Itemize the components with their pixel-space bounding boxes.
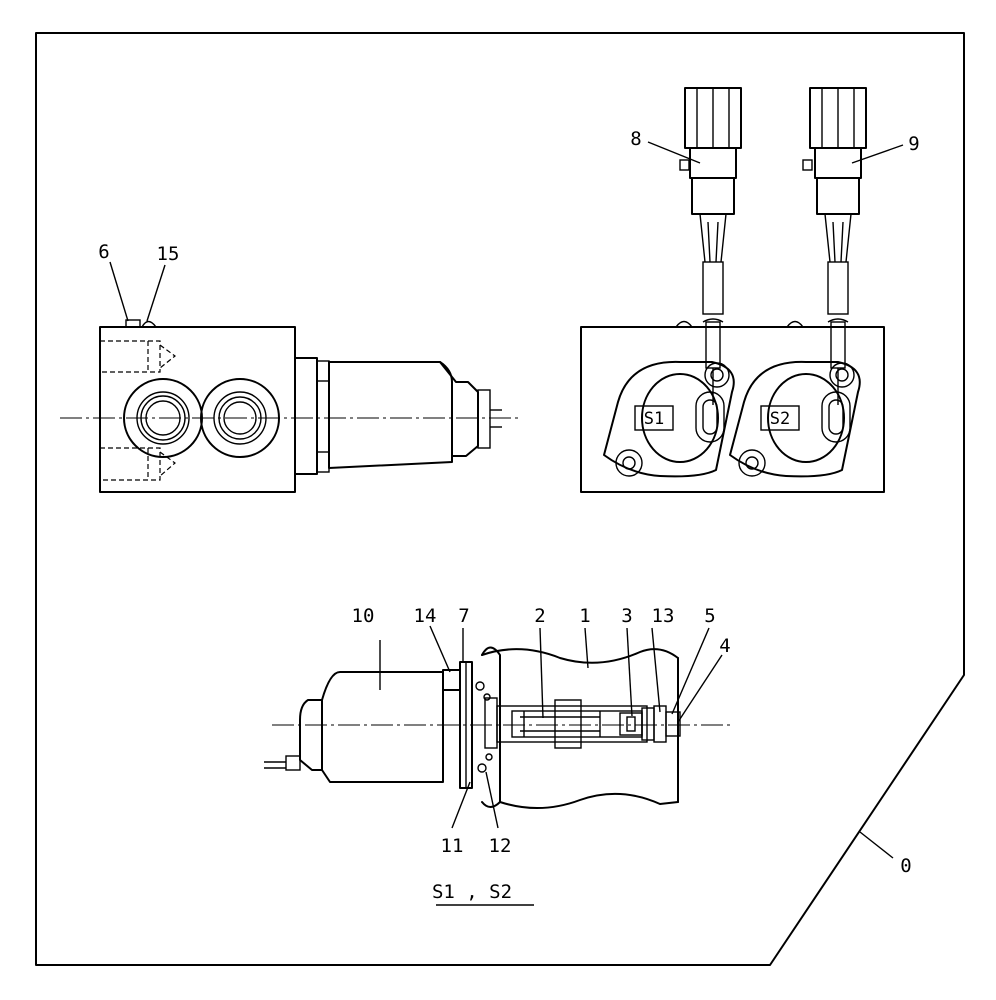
callout-11: 11 [441, 835, 464, 857]
callout-10: 10 [352, 605, 375, 627]
s1-label: S1 [644, 409, 664, 429]
drawing-frame [35, 32, 965, 966]
s2-label: S2 [770, 409, 790, 429]
callout-6: 6 [98, 241, 109, 263]
solenoid-valve-section-view [264, 625, 730, 829]
solenoid-coil-s2 [729, 360, 861, 478]
callout-0: 0 [900, 855, 911, 877]
callout-1: 1 [579, 605, 590, 627]
solenoid-coil-s1 [603, 360, 735, 478]
callout-12: 12 [489, 835, 512, 857]
s2-label-box [760, 405, 800, 431]
s1-label-box [634, 405, 674, 431]
callout-3: 3 [621, 605, 632, 627]
callout-4: 4 [719, 635, 730, 657]
valve-block-side-view [60, 261, 520, 493]
connector-9 [802, 87, 867, 405]
callout-9: 9 [908, 133, 919, 155]
view-caption: S1 , S2 [432, 881, 512, 903]
callout-15: 15 [157, 243, 180, 265]
callout-8: 8 [630, 128, 641, 150]
connector-8 [679, 87, 742, 405]
callout-7: 7 [458, 605, 469, 627]
callout-14: 14 [414, 605, 437, 627]
callout-13: 13 [652, 605, 675, 627]
callout-5: 5 [704, 605, 715, 627]
callout-2: 2 [534, 605, 545, 627]
valve-block-top-view: S1 S2 [580, 87, 904, 493]
